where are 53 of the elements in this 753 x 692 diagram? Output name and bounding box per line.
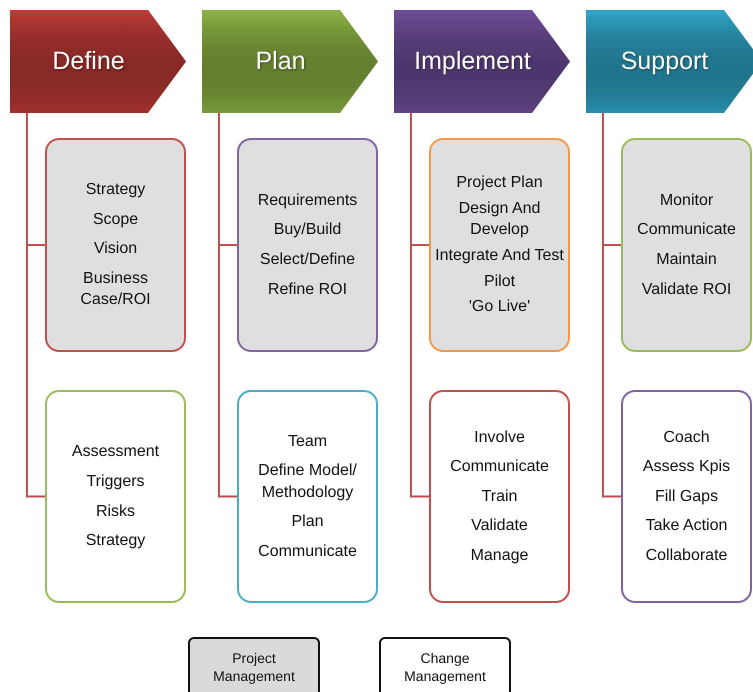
task-item: Project Plan [456, 173, 543, 194]
task-item: Business Case/ROI [79, 268, 152, 310]
task-item: Collaborate [646, 546, 728, 566]
task-item: Monitor [660, 190, 714, 211]
task-item: Plan [291, 512, 324, 532]
task-item: 'Go Live' [468, 297, 530, 318]
task-item: Manage [470, 546, 528, 566]
connector-line [218, 113, 237, 498]
task-item: Fill Gaps [654, 486, 718, 507]
task-box [429, 390, 570, 603]
task-box [621, 390, 752, 603]
task-item: Strategy [86, 180, 146, 200]
task-item: Design And Develop [458, 198, 542, 240]
task-item: Validate [471, 516, 528, 536]
task-item: Risks [96, 502, 136, 522]
task-box [237, 390, 378, 603]
task-item: Triggers [86, 472, 145, 492]
task-item: Communicate [637, 220, 736, 240]
connector-line [26, 113, 45, 498]
task-item: Assess Kpis [642, 457, 730, 478]
task-item: Requirements [258, 190, 358, 211]
task-item: Communicate [450, 457, 549, 478]
stage-title: Implement [414, 46, 531, 77]
task-item: Refine ROI [268, 280, 348, 300]
stage-title: Support [620, 46, 708, 77]
task-item: Vision [94, 239, 138, 260]
task-item: Maintain [656, 250, 717, 270]
connector-line [602, 113, 621, 498]
task-box [45, 390, 186, 603]
connector-line [410, 113, 429, 498]
task-item: Strategy [86, 531, 146, 552]
task-item: Integrate And Test [435, 246, 564, 266]
task-item: Assessment [72, 442, 160, 462]
task-item: Take Action [646, 516, 728, 536]
task-item: Involve [474, 428, 525, 448]
task-item: Communicate [258, 542, 357, 562]
task-item: Coach [663, 428, 710, 448]
task-item: Define Model/ Methodology [257, 461, 358, 503]
task-item: Pilot [484, 272, 516, 292]
stage-title: Define [52, 46, 125, 77]
task-item: Train [482, 486, 518, 507]
legend-box: Change Management [379, 637, 511, 692]
task-item: Select/Define [260, 250, 356, 270]
task-box [237, 138, 378, 352]
task-box [429, 138, 570, 352]
task-item: Scope [92, 210, 138, 230]
task-item: Buy/Build [274, 220, 342, 240]
stage-title: Plan [255, 46, 306, 77]
task-item: Validate ROI [642, 280, 732, 300]
task-box [621, 138, 752, 352]
task-item: Team [288, 432, 328, 452]
task-box [45, 138, 186, 352]
legend-box: Project Management [188, 637, 320, 692]
